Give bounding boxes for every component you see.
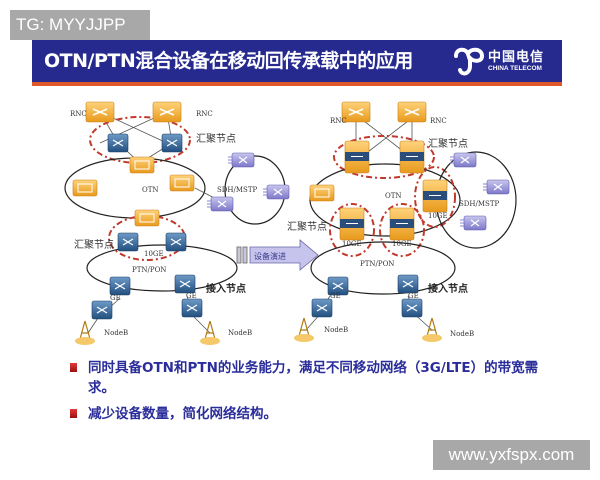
- ptn-pon-label: PTN/PON: [360, 260, 394, 268]
- watermark-bottom: www.yxfspx.com: [433, 440, 590, 470]
- otn-label: OTN: [142, 186, 159, 194]
- bullet-list: 同时具备OTN和PTN的业务能力，满足不同移动网络（3G/LTE）的带宽需求。 …: [70, 358, 550, 430]
- link-10ge-label: 10GE: [342, 240, 362, 248]
- sdh-mstp-label: SDH/MSTP: [217, 186, 258, 194]
- slide-title: OTN/PTN混合设备在移动回传承载中的应用: [44, 50, 413, 72]
- nodeb-label: NodeB: [104, 329, 128, 337]
- left-network-before: RNC RNC 汇聚节点 OTN SDH/MSTP 汇聚节点 10GE PTN/…: [64, 101, 290, 346]
- bullet-item: 同时具备OTN和PTN的业务能力，满足不同移动网络（3G/LTE）的带宽需求。: [70, 358, 550, 398]
- nodeb-label: NodeB: [450, 330, 474, 338]
- china-telecom-logo: 中国电信 CHINA TELECOM: [452, 44, 552, 78]
- aggregation-node-label: 汇聚节点: [287, 220, 327, 233]
- bullet-text: 同时具备OTN和PTN的业务能力，满足不同移动网络（3G/LTE）的带宽需求。: [88, 360, 539, 396]
- bullet-item: 减少设备数量，简化网络结构。: [70, 404, 550, 424]
- accent-line: [32, 82, 562, 86]
- aggregation-node-label: 汇聚节点: [428, 137, 468, 150]
- ge-label: GE: [186, 292, 197, 300]
- aggregation-node-label: 汇聚节点: [196, 132, 236, 145]
- ge-label: GE: [110, 294, 121, 302]
- evolution-label: 设备演进: [254, 251, 286, 261]
- rnc-label: RNC: [196, 110, 213, 118]
- bullet-text: 减少设备数量，简化网络结构。: [88, 406, 277, 422]
- bullet-square-icon: [70, 409, 77, 418]
- access-node-label: 接入节点: [206, 282, 246, 295]
- ptn-pon-label: PTN/PON: [132, 266, 166, 274]
- rnc-label: RNC: [430, 117, 447, 125]
- ge-label: GE: [330, 292, 341, 300]
- link-10ge-label: 10GE: [144, 250, 164, 258]
- otn-label: OTN: [385, 192, 402, 200]
- nodeb-label: NodeB: [228, 329, 252, 337]
- right-network-after: RNC RNC 汇聚节点 OTN SDH/MSTP 10GE 汇聚节点 10GE…: [287, 101, 517, 343]
- telecom-emblem-icon: [454, 47, 485, 76]
- title-banner: OTN/PTN混合设备在移动回传承载中的应用 中国电信 CHINA TELECO…: [32, 40, 562, 82]
- nodeb-label: NodeB: [324, 326, 348, 334]
- watermark-top: TG: MYYJJPP: [10, 10, 150, 40]
- evolution-arrow: 设备演进: [236, 239, 319, 271]
- ge-label: GE: [408, 292, 419, 300]
- sdh-mstp-label: SDH/MSTP: [459, 200, 500, 208]
- access-node-label: 接入节点: [428, 282, 468, 295]
- link-10ge-label: 10GE: [392, 240, 412, 248]
- network-diagram: RNC RNC 汇聚节点 OTN SDH/MSTP 汇聚节点 10GE PTN/…: [64, 101, 517, 346]
- logo-english-text: CHINA TELECOM: [488, 65, 542, 72]
- logo-chinese-text: 中国电信: [488, 50, 545, 65]
- rnc-label: RNC: [330, 117, 347, 125]
- rnc-label: RNC: [70, 110, 87, 118]
- bullet-square-icon: [70, 363, 77, 372]
- link-10ge-label: 10GE: [428, 212, 448, 220]
- aggregation-node-label: 汇聚节点: [74, 238, 114, 251]
